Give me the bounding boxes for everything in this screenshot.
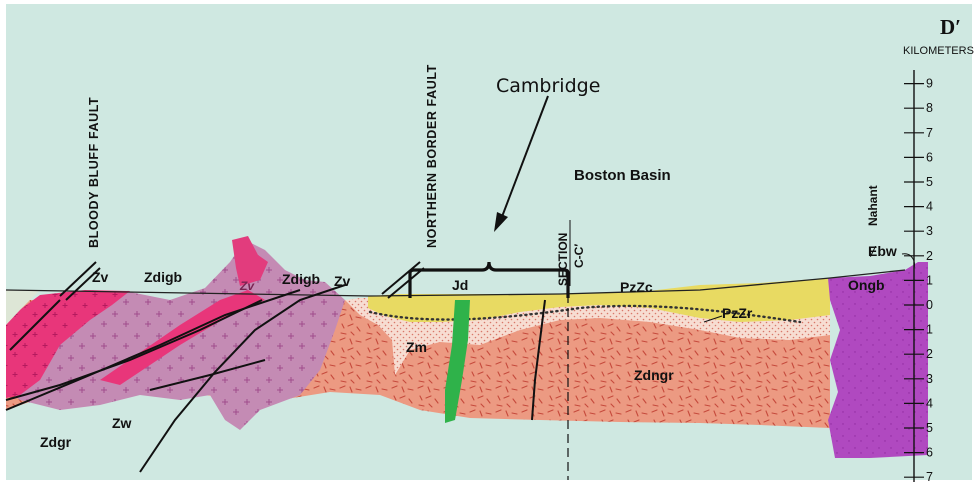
scale-tick-label: 0 xyxy=(926,298,933,312)
unit-label-zv-small: Zv xyxy=(239,279,255,293)
scale-tick-label: 2 xyxy=(926,249,933,263)
unit-label-pzzr: PzZr xyxy=(722,305,753,321)
scale-tick-label: 4 xyxy=(926,396,933,410)
unit-label-zv-right: Zv xyxy=(334,273,351,289)
scale-tick-label: 6 xyxy=(926,446,933,460)
unit-label-zdgr: Zdgr xyxy=(40,434,72,450)
unit-label-zdigb-right: Zdigb xyxy=(282,271,320,287)
unit-label-zdigb-left: Zdigb xyxy=(144,269,182,285)
unit-label-zm: Zm xyxy=(406,339,427,355)
annotation-label: Cambridge xyxy=(496,75,600,97)
place-label: Nahant xyxy=(866,185,880,226)
scale-tick-label: 3 xyxy=(926,224,933,238)
scale-tick-label: 6 xyxy=(926,150,933,164)
end-label: D′ xyxy=(940,15,961,39)
scale-tick-label: 5 xyxy=(926,421,933,435)
unit-label-zv-left: Zv xyxy=(92,269,109,285)
scale-tick-label: 7 xyxy=(926,470,933,483)
scale-tick-label: 8 xyxy=(926,101,933,115)
scale-tick-label: 1 xyxy=(926,323,933,337)
unit-label-zdngr: Zdngr xyxy=(634,367,674,383)
unit-label-cbw: Ɇbw xyxy=(868,243,897,259)
unit-label-jd: Jd xyxy=(452,277,468,293)
section-label-top: SECTION xyxy=(556,233,570,286)
fault-label-northern-border: NORTHERN BORDER FAULT xyxy=(425,64,439,248)
fault-label-bloody-bluff: BLOODY BLUFF FAULT xyxy=(87,97,101,248)
unit-label-zw: Zw xyxy=(112,415,132,431)
scale-tick-label: 1 xyxy=(926,273,933,287)
basin-label: Boston Basin xyxy=(574,167,671,184)
section-label-bottom: C-C′ xyxy=(572,244,586,268)
scale-tick-label: 7 xyxy=(926,126,933,140)
scale-tick-label: 2 xyxy=(926,347,933,361)
scale-tick-label: 9 xyxy=(926,77,933,91)
unit-label-ongb: Ongb xyxy=(848,277,885,293)
scale-tick-label: 4 xyxy=(926,200,933,214)
unit-label-pzzc: PzZc xyxy=(620,279,653,295)
scale-unit-label: KILOMETERS xyxy=(903,45,974,57)
scale-tick-label: 3 xyxy=(926,372,933,386)
scale-tick-label: 5 xyxy=(926,175,933,189)
